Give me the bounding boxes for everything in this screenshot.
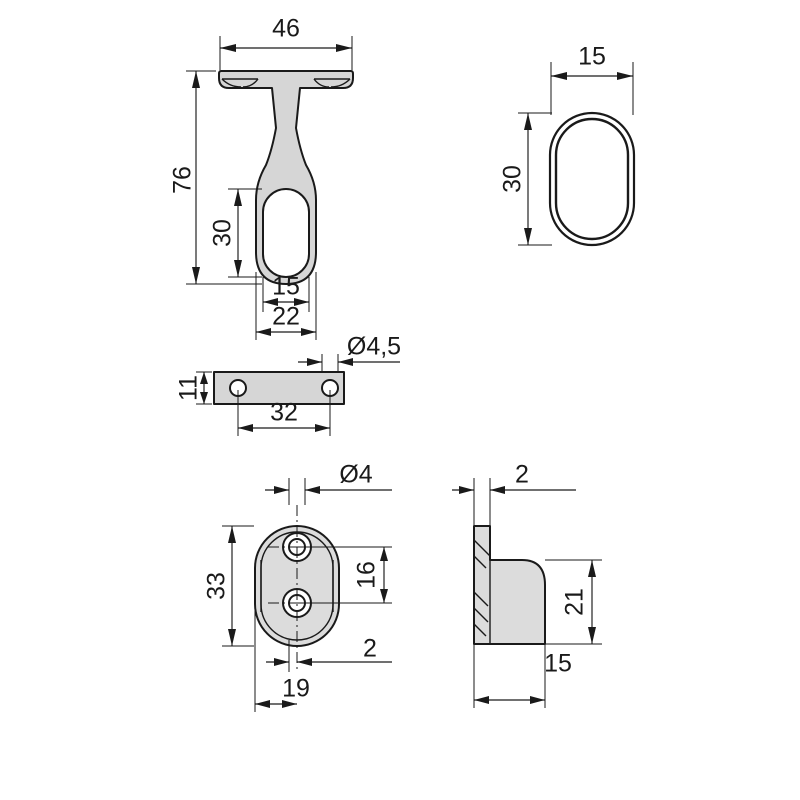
arrow-head bbox=[228, 629, 236, 646]
view-l-bracket-side: 2 21 15 bbox=[452, 461, 602, 708]
view-flat-bar: 11 32 Ø4,5 bbox=[175, 333, 401, 436]
arrow-head bbox=[192, 267, 200, 284]
t-bracket-oval-slot bbox=[262, 188, 310, 278]
section-hatch-2 bbox=[473, 555, 487, 569]
arrow-head bbox=[297, 658, 312, 666]
arrow-head bbox=[315, 424, 330, 432]
arrow-head bbox=[200, 392, 208, 404]
arrow-head bbox=[307, 358, 322, 366]
arrow-head bbox=[551, 72, 567, 80]
dim-label-t-height: 76 bbox=[169, 166, 197, 194]
view-t-bracket-front: 46 76 30 15 bbox=[169, 15, 354, 340]
l-bracket-outline bbox=[473, 525, 546, 645]
arrow-head bbox=[530, 696, 545, 704]
arrow-head bbox=[274, 658, 289, 666]
arrow-head bbox=[588, 560, 596, 577]
arrow-head bbox=[263, 298, 278, 306]
dim-label-bar-hole-dia: Ø4,5 bbox=[347, 333, 401, 361]
arrow-head bbox=[192, 71, 200, 88]
section-hatch-4 bbox=[473, 607, 489, 623]
section-hatch-1 bbox=[473, 539, 491, 557]
t-bracket-outline bbox=[218, 70, 354, 285]
arrow-head bbox=[490, 486, 505, 494]
arrow-head bbox=[256, 328, 271, 336]
dim-label-plate-height: 33 bbox=[203, 572, 231, 600]
head-chamfer-left-2 bbox=[242, 78, 259, 88]
view-oval-plate: Ø4 33 16 2 bbox=[203, 461, 392, 712]
dim-label-bar-spacing: 32 bbox=[270, 399, 298, 427]
head-chamfer-right-2 bbox=[313, 78, 330, 88]
arrow-head bbox=[200, 372, 208, 384]
arrow-head bbox=[274, 486, 289, 494]
dim-label-t-width: 46 bbox=[272, 15, 300, 43]
dim-label-plate-width: 19 bbox=[282, 675, 310, 703]
head-chamfer-left bbox=[221, 78, 242, 88]
arrow-head bbox=[380, 589, 388, 603]
dim-label-bar-height: 11 bbox=[175, 375, 203, 401]
arrow-head bbox=[380, 547, 388, 561]
arrow-head bbox=[234, 189, 242, 206]
dim-label-t-slot-height: 30 bbox=[209, 219, 237, 247]
section-hatch-3 bbox=[473, 591, 489, 607]
arrow-head bbox=[305, 486, 320, 494]
oval-tube-inner bbox=[554, 117, 630, 241]
arrow-head bbox=[238, 424, 253, 432]
arrow-head bbox=[301, 328, 316, 336]
arrow-head bbox=[234, 260, 242, 277]
arrow-head bbox=[282, 700, 297, 708]
arrow-head bbox=[474, 696, 489, 704]
dim-label-l-height: 21 bbox=[561, 588, 589, 616]
head-chamfer-right bbox=[330, 78, 351, 88]
arrow-head bbox=[459, 486, 474, 494]
dim-label-plate-hole-dia: Ø4 bbox=[339, 461, 372, 489]
dim-label-plate-offset: 2 bbox=[363, 635, 377, 663]
arrow-head bbox=[255, 700, 270, 708]
arrow-head bbox=[220, 44, 236, 52]
arrow-head bbox=[336, 44, 352, 52]
arrow-head bbox=[617, 72, 633, 80]
section-hatch-5 bbox=[473, 623, 487, 637]
dim-label-l-depth: 15 bbox=[544, 650, 572, 678]
dim-label-t-slot-width: 15 bbox=[272, 273, 300, 301]
oval-tube-outer bbox=[548, 111, 636, 247]
arrow-head bbox=[338, 358, 353, 366]
dim-label-t-body-width: 22 bbox=[272, 303, 300, 331]
dim-label-tube-width: 15 bbox=[578, 43, 606, 71]
arrow-head bbox=[524, 228, 532, 245]
dim-label-plate-spacing: 16 bbox=[353, 561, 381, 589]
arrow-head bbox=[228, 526, 236, 543]
view-oval-tube-section: 15 30 bbox=[499, 43, 636, 247]
dim-label-tube-height: 30 bbox=[499, 165, 527, 193]
arrow-head bbox=[524, 113, 532, 130]
arrow-head bbox=[294, 298, 309, 306]
dim-label-l-wall-thickness: 2 bbox=[515, 461, 529, 489]
arrow-head bbox=[588, 627, 596, 644]
